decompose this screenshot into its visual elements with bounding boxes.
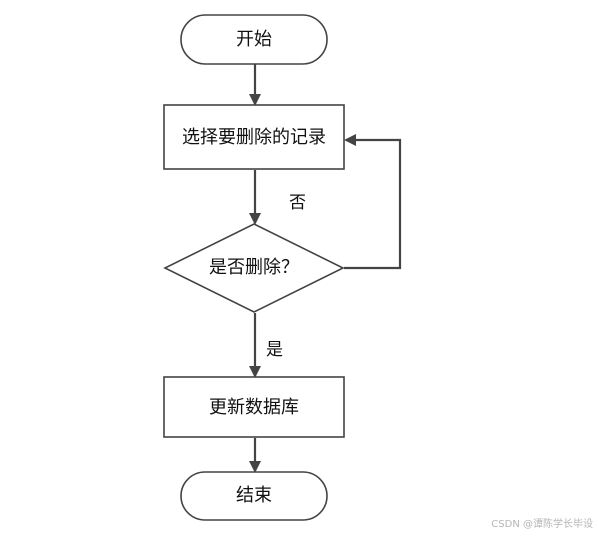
- delete-decision: [163, 223, 345, 313]
- edge-no-loop-back: [344, 134, 402, 270]
- start-terminator: [180, 14, 328, 65]
- yes-branch-label: 是: [266, 340, 283, 360]
- delete-decision-label: 是否删除？: [209, 257, 299, 278]
- end-label: 结束: [236, 485, 272, 506]
- update-database-process: [163, 376, 345, 438]
- start-label: 开始: [236, 29, 272, 50]
- no-branch-label: 否: [289, 193, 306, 213]
- end-terminator: [180, 471, 328, 521]
- watermark: CSDN @谭陈学长毕设: [491, 519, 593, 530]
- select-record-process: [163, 104, 345, 170]
- update-database-label: 更新数据库: [209, 397, 299, 418]
- select-record-label: 选择要删除的记录: [182, 127, 326, 148]
